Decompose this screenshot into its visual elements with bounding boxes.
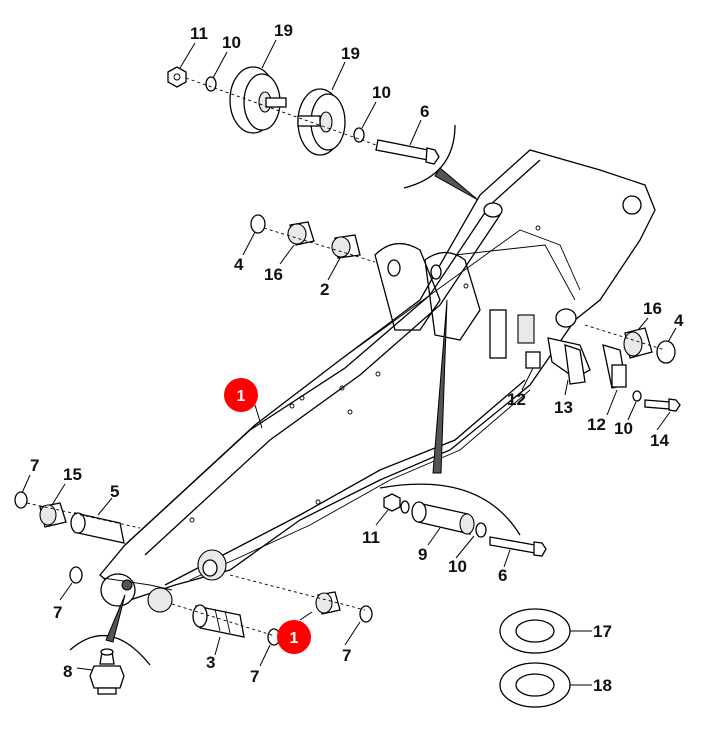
callouts: 11 10 19 19 10 6 4 16 2 16 4 12 13 12 10… bbox=[30, 21, 684, 695]
left-bushings bbox=[14, 491, 141, 544]
callout-13: 13 bbox=[554, 398, 573, 417]
lower-left-assembly bbox=[69, 566, 373, 695]
callout-7: 7 bbox=[53, 603, 62, 622]
leader-lines bbox=[21, 39, 677, 686]
callout-10: 10 bbox=[614, 419, 633, 438]
callout-4: 4 bbox=[234, 255, 244, 274]
callout-17: 17 bbox=[593, 622, 612, 641]
lower-pin-assembly bbox=[379, 299, 547, 557]
callout-2: 2 bbox=[320, 280, 329, 299]
callout-5: 5 bbox=[110, 482, 119, 501]
callout-14: 14 bbox=[650, 431, 669, 450]
callout-18: 18 bbox=[593, 676, 612, 695]
callout-7: 7 bbox=[342, 646, 351, 665]
highlight-badge: 1 bbox=[277, 620, 311, 654]
callout-6: 6 bbox=[420, 102, 429, 121]
callout-15: 15 bbox=[63, 465, 82, 484]
callout-19: 19 bbox=[341, 44, 360, 63]
badge-label: 1 bbox=[237, 388, 246, 405]
callout-4: 4 bbox=[674, 311, 684, 330]
callout-7: 7 bbox=[30, 456, 39, 475]
callout-16: 16 bbox=[643, 299, 662, 318]
upper-bushings bbox=[250, 214, 376, 263]
idler-assembly bbox=[167, 66, 479, 201]
highlight-badge: 1 bbox=[224, 378, 258, 412]
callout-10: 10 bbox=[222, 33, 241, 52]
callout-11: 11 bbox=[362, 528, 380, 547]
callout-10: 10 bbox=[448, 557, 467, 576]
callout-10: 10 bbox=[372, 83, 391, 102]
callout-11: 11 bbox=[190, 24, 208, 43]
callout-16: 16 bbox=[264, 265, 283, 284]
callout-12: 12 bbox=[587, 415, 606, 434]
callout-9: 9 bbox=[418, 545, 427, 564]
callout-3: 3 bbox=[206, 653, 215, 672]
callout-8: 8 bbox=[63, 662, 72, 681]
callout-12: 12 bbox=[507, 390, 526, 409]
callout-7: 7 bbox=[250, 667, 259, 686]
shims bbox=[499, 608, 571, 708]
callout-6: 6 bbox=[498, 566, 507, 585]
badge-label: 1 bbox=[290, 630, 299, 647]
right-bracket-assembly bbox=[489, 309, 681, 412]
main-arm bbox=[99, 149, 656, 613]
callout-19: 19 bbox=[274, 21, 293, 40]
